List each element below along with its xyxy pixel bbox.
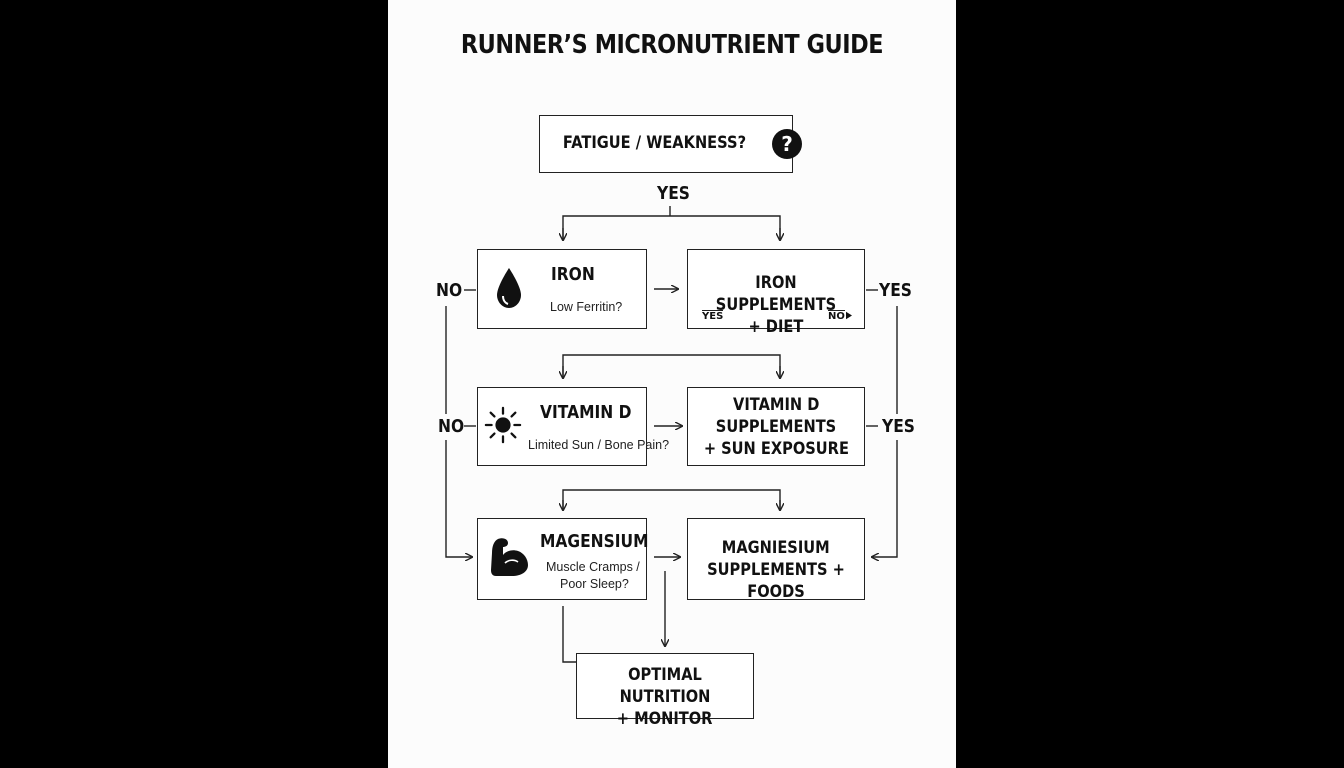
iron-action-yes: YES (702, 310, 724, 322)
question-badge: ? (772, 129, 802, 159)
vitamin-d-action-line2: SUPPLEMENTS (715, 417, 837, 437)
iron-question: Low Ferritin? (550, 300, 623, 314)
end-line2: + MONITOR (617, 709, 713, 729)
edge-label-no-left-2: NO (438, 416, 465, 437)
magnesium-question-line1: Muscle Cramps / (546, 560, 640, 574)
iron-action-line1: IRON SUPPLEMENTS (715, 273, 837, 315)
flowchart-page: RUNNER’S MICRONUTRIENT GUIDE FATIGUE / W… (388, 0, 956, 768)
magnesium-heading: MAGENSIUM (540, 531, 649, 552)
start-node: FATIGUE / WEAKNESS? ? (539, 115, 802, 173)
magnesium-action-node: MAGNIESIUM SUPPLEMENTS + FOODS (687, 518, 865, 602)
end-node: OPTIMAL NUTRITION + MONITOR (576, 653, 754, 729)
iron-action-node: IRON SUPPLEMENTS + DIET YES NO (687, 249, 865, 337)
edge-label-yes-right-2: YES (882, 416, 915, 437)
iron-node: IRON Low Ferritin? (477, 249, 647, 329)
magnesium-action-line1: MAGNIESIUM (722, 538, 830, 558)
edge-label-yes-top: YES (657, 183, 690, 204)
flexed-arm-icon (491, 538, 528, 576)
iron-action-no: NO (828, 310, 845, 322)
iron-heading: IRON (551, 264, 595, 285)
connector-lines (445, 206, 898, 663)
magnesium-action-line2: SUPPLEMENTS + FOODS (707, 560, 845, 602)
vitamin-d-node: VITAMIN D Limited Sun / Bone Pain? (477, 387, 669, 466)
vitamin-d-question: Limited Sun / Bone Pain? (528, 438, 670, 452)
vitamin-d-heading: VITAMIN D (540, 402, 632, 423)
edge-label-yes-right-1: YES (879, 280, 912, 301)
vitamin-d-action-line3: + SUN EXPOSURE (703, 439, 849, 459)
sun-icon (484, 406, 522, 444)
magnesium-question-line2: Poor Sleep? (560, 577, 629, 591)
vitamin-d-action-node: VITAMIN D SUPPLEMENTS + SUN EXPOSURE (687, 387, 865, 466)
chevron-right-icon (846, 311, 852, 320)
end-line1: OPTIMAL NUTRITION (619, 665, 711, 707)
page-title: RUNNER’S MICRONUTRIENT GUIDE (460, 30, 884, 60)
magnesium-node: MAGENSIUM Muscle Cramps / Poor Sleep? (477, 518, 649, 600)
water-drop-icon (497, 268, 521, 308)
edge-label-no-left-1: NO (436, 280, 463, 301)
vitamin-d-action-line1: VITAMIN D (732, 395, 820, 415)
iron-action-line2: + DIET (748, 317, 804, 337)
start-label: FATIGUE / WEAKNESS? (562, 133, 746, 153)
